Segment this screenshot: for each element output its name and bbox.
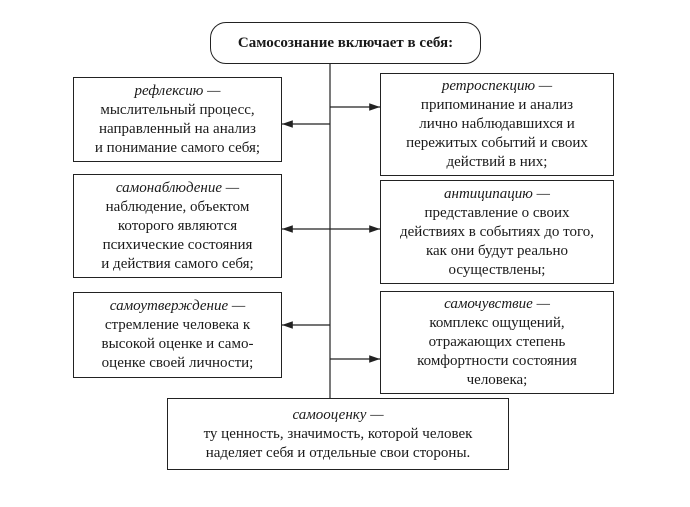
box-self-observation: самонаблюдение — наблюдение, объектом ко… (73, 174, 282, 278)
definition-line: наблюдение, объектом (105, 198, 250, 215)
box-self-affirmation: самоутверждение — стремление человека к … (73, 292, 282, 378)
definition-line: припоминание и анализ (420, 97, 574, 113)
definition-line: представление о своих (424, 204, 570, 221)
box-retrospection: ретроспекцию — припоминание и анализ лич… (380, 73, 614, 176)
definition-line: ту ценность, значимость, которой человек (203, 425, 473, 442)
definition-line: и понимание самого себя; (94, 139, 261, 156)
definition-line: как они будут реально (425, 242, 569, 259)
definition-line: действиях в событиях до того, (400, 223, 594, 240)
definition-line: комфортности состояния (417, 353, 577, 369)
definition-line: психические состояния (102, 236, 253, 253)
definition-line: комплекс ощущений, (429, 315, 565, 331)
definition-line: отражающих степень (428, 334, 566, 350)
definition-line: наделяет себя и отдельные свои стороны. (205, 444, 471, 461)
definition-line: оценке своей личности; (101, 355, 254, 371)
term-anticipation: антиципацию — (444, 185, 550, 202)
term-reflection: рефлексию — (134, 82, 221, 99)
term-self-feeling: самочувствие — (444, 296, 550, 312)
term-self-affirmation: самоутверждение — (109, 298, 246, 314)
definition-line: стремление человека к (104, 317, 251, 333)
term-self-observation: самонаблюдение — (115, 179, 240, 196)
term-self-esteem: самооценку — (292, 406, 384, 423)
definition-line: мыслительный процесс, (100, 101, 255, 118)
definition-line: осуществлены; (448, 261, 546, 278)
box-anticipation: антиципацию — представление о своих дейс… (380, 180, 614, 284)
definition-line: высокой оценке и само- (101, 336, 254, 352)
definition-line: направленный на анализ (99, 120, 256, 137)
box-self-feeling: самочувствие — комплекс ощущений, отража… (380, 291, 614, 394)
definition-line: человека; (466, 372, 528, 388)
definition-line: и действия самого себя; (101, 255, 254, 272)
definition-line: действий в них; (446, 154, 548, 170)
definition-line: пережитых событий и своих (406, 135, 588, 151)
box-self-esteem: самооценку — ту ценность, значимость, ко… (167, 398, 509, 470)
diagram-title: Самосознание включает в себя: (210, 22, 481, 64)
definition-line: которого являются (117, 217, 238, 234)
term-retrospection: ретроспекцию — (441, 78, 553, 94)
definition-line: лично наблюдавшихся и (419, 116, 575, 132)
box-reflection: рефлексию — мыслительный процесс, направ… (73, 77, 282, 162)
